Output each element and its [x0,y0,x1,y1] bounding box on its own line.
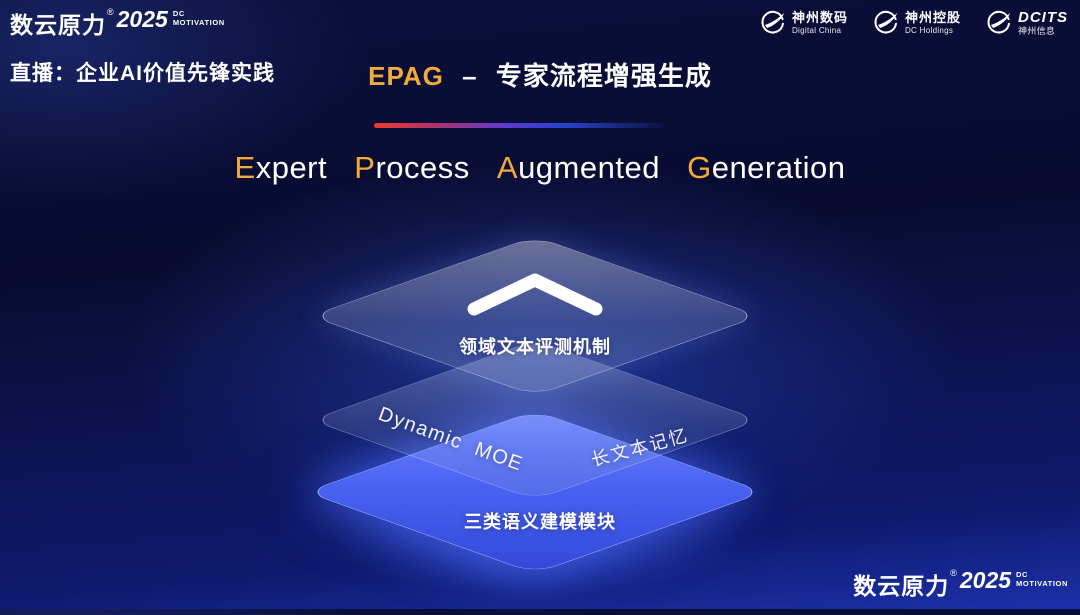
registered-mark: ® [107,7,114,17]
subtitle-word: Generation [687,150,845,186]
registered-mark: ® [950,568,957,578]
chevron-up-icon [467,273,603,316]
brand-year: 2025 [959,567,1012,593]
subtitle-capital: G [687,150,712,185]
partner-subtitle: DC Holdings [904,25,954,35]
partner-logos: 神州数码 Digital China 神州控股 DC Holdings DCIT… [759,9,1068,37]
swoosh-icon [987,11,1011,34]
subtitle-rest: rocess [375,150,470,185]
brand-subtitle: DC MOTIVATION [1016,570,1068,588]
partner-subtitle: 神州信息 [1018,26,1056,37]
title-divider [374,123,664,128]
partner-text: DCITS 神州信息 [1018,9,1068,37]
title-highlight: EPAG [368,61,444,91]
live-stream-label: 直播：企业AI价值先锋实践 [10,62,275,85]
slide-title: EPAG – 专家流程增强生成 [368,56,712,93]
partner-dc-holdings: 神州控股 DC Holdings [872,9,961,36]
partner-text: 神州数码 Digital China [791,9,848,35]
partner-text: 神州控股 DC Holdings [904,9,961,35]
subtitle-rest: eneration [711,150,846,185]
brand-name: 数云原力 [10,12,106,38]
partner-dcits: DCITS 神州信息 [985,9,1068,37]
brand-logo-footer: 数云原力 ® 2025 DC MOTIVATION [853,567,1068,601]
partner-name: 神州控股 [904,9,961,25]
subtitle-word: Process [354,150,470,186]
brand-subtitle: DC MOTIVATION [173,9,225,27]
swoosh-icon [874,11,898,34]
layer-top-label: 领域文本评测机制 [459,337,611,357]
subtitle-capital: A [496,150,519,185]
brand-logo: 数云原力 ® 2025 DC MOTIVATION [10,6,225,40]
subtitle-word: Expert [235,150,328,186]
subtitle-rest: xpert [255,150,328,185]
partner-name: DCITS [1018,9,1068,26]
subtitle-capital: P [354,150,376,185]
subtitle-capital: E [234,150,256,185]
slide-subtitle: Expert Process Augmented Generation [226,150,855,186]
brand-sub-bottom: MOTIVATION [1016,579,1068,588]
subtitle-word: Augmented [497,150,660,186]
layer-bottom-label: 三类语义建模模块 [464,512,616,532]
partner-name: 神州数码 [791,9,848,25]
brand-sub-top: DC [1016,570,1029,579]
partner-subtitle: Digital China [791,25,842,35]
title-separator: – [462,61,478,91]
partner-digital-china: 神州数码 Digital China [759,9,848,36]
subtitle-rest: ugmented [518,150,660,185]
brand-year: 2025 [116,6,168,32]
brand-sub-bottom: MOTIVATION [172,18,225,27]
swoosh-icon [761,11,785,34]
brand-sub-top: DC [172,9,185,18]
brand-name: 数云原力 [853,573,950,599]
title-text: 专家流程增强生成 [495,61,712,91]
